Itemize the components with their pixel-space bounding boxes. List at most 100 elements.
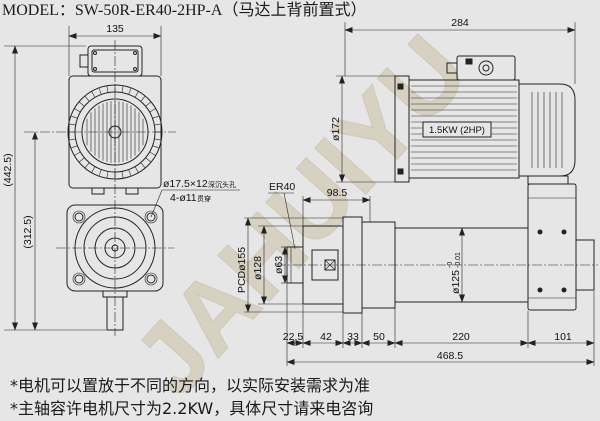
hole-leader-line [150,189,240,218]
side-cable-gland [446,62,458,74]
height-dimensions: (442.5) (312.5) [2,45,106,331]
nose-length-label: 98.5 [327,187,348,199]
motor-diameter-label: ø172 [330,117,342,141]
motor-length-label: 284 [451,17,469,29]
cooling-fin [121,171,124,179]
mounting-hole [74,212,84,222]
chain-label: 42 [320,331,332,343]
motor-length-dimension: 284 [344,17,576,84]
nut-diameter-dimension: ø63 [273,246,288,284]
cooling-fin [145,157,152,163]
cooling-fin [74,108,81,113]
motor-bolt [397,83,404,90]
collet-callout: ER40 [268,181,296,250]
body-diameter-label: ø125 [450,270,462,294]
housing-screw [537,229,543,235]
chain-label: 33 [347,331,359,343]
through-hole-note: 4-ø11 [170,192,197,204]
motor-foot [125,187,139,195]
housing-diameter-label: ø128 [252,256,264,280]
cooling-fin [98,169,102,177]
collet-leader [283,192,296,250]
length-chain-dimensions: 22.5 42 33 50 220 101 468.5 [283,284,595,366]
body-tolerance-lower: -0.01 [455,252,462,268]
body-diameter-dimension: ø125 -0 -0.01 [447,227,465,303]
chain-label: 220 [452,331,470,343]
chain-label: 101 [554,331,572,343]
cooling-fin [128,169,132,177]
cooling-fin [91,166,96,173]
junction-box-cap [478,60,494,76]
collet-label: ER40 [269,181,295,193]
model-title: MODEL：SW-50R-ER40-2HP-A（马达上背前置式） [2,2,367,19]
motor-diameter-dimension: ø172 [330,75,395,183]
cooling-fin [121,85,124,93]
counterbore [72,272,86,286]
cooling-fin [74,151,81,156]
cooling-fin [128,87,132,95]
pulley-housing [527,183,577,311]
cooling-fin [149,151,156,156]
housing-screw [561,287,567,293]
lid-screw [93,51,97,55]
motor-foot [91,187,105,195]
lid-screw [133,51,137,55]
cable-gland [79,54,89,68]
cooling-fins [411,85,517,171]
housing-screw [537,287,543,293]
cooling-fin [154,123,162,126]
note-motor-size: *主轴容许电机尺寸为2.2KW，具体尺寸请来电咨询 [10,399,374,418]
motor-rating-label: 1.5KW (2HP) [429,125,485,136]
nut-diameter-label: ø63 [273,256,285,274]
total-length-label: 468.5 [437,350,463,362]
width-dimension: 135 [68,23,162,76]
notes: *电机可以置放于不同的方向，以实际安装需求为准 *主轴容许电机尺寸为2.2KW，… [10,374,373,420]
pcd-dimension: PCDø155 [236,217,343,313]
motor-bracket [527,175,569,185]
body-tolerance-upper: -0 [447,262,454,268]
cooling-fin [152,115,160,119]
gland-nut [465,58,473,65]
motor-bolt [397,168,404,175]
cooling-fin [154,138,162,141]
cooling-fin [149,108,156,113]
lid-screw [93,67,97,71]
chain-label: 50 [373,331,385,343]
cooling-fin [78,157,85,163]
nose-length-dimension: 98.5 [302,187,371,226]
belt-housing [527,175,595,311]
counterbore [144,272,158,286]
cooling-fin [106,171,109,179]
counterbore-note: ø17.5×12 [163,178,208,190]
cooling-fin [84,162,90,169]
cooling-fin [70,115,78,119]
housing-window [311,249,339,281]
cooling-fin [140,162,146,169]
mounting-hole [146,274,156,284]
drive-key-cross [324,259,336,271]
side-view: 284 ø172 1.5KW (2HP) [236,17,598,366]
housing-diameter-dimension: ø128 [252,225,303,305]
cooling-fin [91,91,96,98]
fan-cover [518,83,576,177]
junction-box [79,45,143,77]
junction-box-cap-center [482,64,490,72]
counterbore [144,210,158,224]
counterbore [72,210,86,224]
total-height-label: (442.5) [2,153,14,186]
cooling-fin [134,166,139,173]
motor-side: 1.5KW (2HP) [394,55,576,183]
cooling-fin [68,123,76,126]
hole-notes: ø17.5×12 深沉头孔 4-ø11 贯穿 [150,178,240,218]
cooling-fin [134,91,139,98]
rating-plate [422,121,492,138]
lid-screw [133,67,137,71]
cooling-fin [145,101,152,107]
cooling-fin [84,95,90,102]
drive-key [324,259,336,271]
cooling-fin [68,138,76,141]
mounting-hole [146,212,156,222]
counterbore-note-suffix: 深沉头孔 [208,180,236,189]
width-dimension-label: 135 [106,23,124,35]
